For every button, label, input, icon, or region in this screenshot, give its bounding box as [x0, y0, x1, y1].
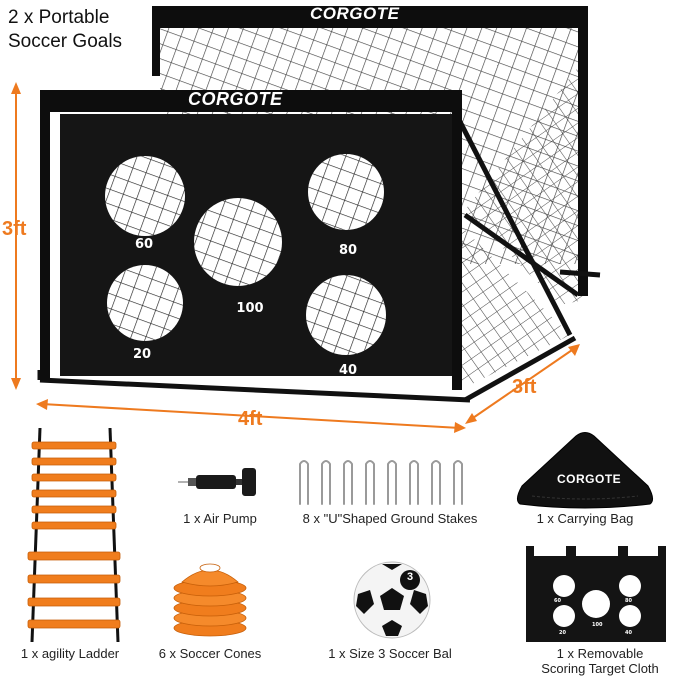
back-goal-post-left	[152, 6, 160, 76]
carrying-bag-caption: 1 x Carrying Bag	[536, 511, 634, 526]
soccer-ball-caption: 1 x Size 3 Soccer Bal	[328, 646, 452, 661]
front-goal-ground-side-bar	[463, 335, 577, 403]
back-goal-base-bar	[559, 269, 601, 278]
headline: 2 x Portable Soccer Goals	[8, 6, 122, 54]
soccer-ball-size-label: 3	[406, 571, 414, 583]
back-goal-crossbar	[152, 6, 588, 28]
score-label-40: 40	[339, 363, 357, 378]
target-cloth-caption-line-2: Scoring Target Cloth	[541, 661, 659, 676]
target-hole-100	[194, 198, 282, 286]
soccer-cones-caption: 6 x Soccer Cones	[158, 646, 262, 661]
headline-line-1: 2 x Portable	[8, 7, 110, 28]
air-pump-image	[178, 468, 256, 496]
target-cloth-caption: 1 x Removable Scoring Target Cloth	[530, 646, 670, 676]
headline-line-2: Soccer Goals	[8, 31, 123, 52]
ladder-rungs	[27, 441, 121, 629]
front-goal-post-left	[40, 90, 50, 380]
depth-arrow	[469, 347, 576, 421]
back-goal-side-net	[465, 60, 584, 305]
back-goal-ground-bar	[463, 212, 580, 298]
width-arrowhead-left	[36, 399, 48, 410]
front-goal: 60 100 80 20 40	[37, 90, 577, 403]
score-label-100: 100	[236, 301, 263, 316]
width-arrowhead-right	[454, 422, 466, 433]
target-hole-20	[107, 265, 183, 341]
goals-illustration: 60 100 80 20 40	[11, 6, 601, 433]
back-goal-brand: CORGOTE	[310, 4, 400, 23]
front-goal-post-right	[452, 90, 462, 390]
width-label: 4ft	[238, 408, 263, 430]
score-label-20: 20	[133, 347, 151, 362]
soccer-ball-image	[353, 561, 431, 639]
carrying-bag-brand: CORGOTE	[557, 472, 622, 486]
front-goal-crossbar	[40, 90, 462, 112]
carrying-bag-image	[516, 432, 654, 509]
front-goal-side-net	[455, 220, 570, 385]
height-label: 3ft	[2, 218, 27, 240]
soccer-cones-image	[173, 563, 247, 637]
target-hole-60	[105, 156, 185, 236]
front-goal-ground-bar	[39, 377, 471, 403]
target-hole-40	[306, 275, 386, 355]
depth-label: 3ft	[512, 376, 537, 398]
air-pump-caption: 1 x Air Pump	[183, 511, 257, 526]
mini-score-100: 100	[592, 622, 603, 628]
height-arrowhead-top	[11, 82, 21, 94]
mini-score-40: 40	[625, 630, 632, 636]
target-hole-80	[308, 154, 384, 230]
depth-arrowhead-right	[568, 344, 580, 356]
width-arrow	[41, 403, 461, 429]
front-goal-brand: CORGOTE	[188, 89, 283, 109]
score-label-80: 80	[339, 243, 357, 258]
agility-ladder-image	[27, 427, 121, 643]
mini-score-60: 60	[554, 598, 561, 604]
agility-ladder-caption: 1 x agility Ladder	[20, 646, 120, 661]
back-goal-post-right	[578, 6, 588, 296]
height-arrowhead-bottom	[11, 378, 21, 390]
ground-stakes-image	[299, 460, 463, 505]
mini-score-80: 80	[625, 598, 632, 604]
target-cloth-image: 60 100 80 20 40	[526, 546, 666, 642]
mini-score-20: 20	[559, 630, 566, 636]
depth-arrowhead-left	[465, 413, 477, 424]
front-goal-side-bar	[452, 110, 573, 337]
ground-stakes-caption: 8 x "U"Shaped Ground Stakes	[302, 511, 478, 526]
score-label-60: 60	[135, 237, 153, 252]
dimension-arrows	[11, 82, 580, 433]
target-cloth-caption-line-1: 1 x Removable	[556, 646, 644, 661]
